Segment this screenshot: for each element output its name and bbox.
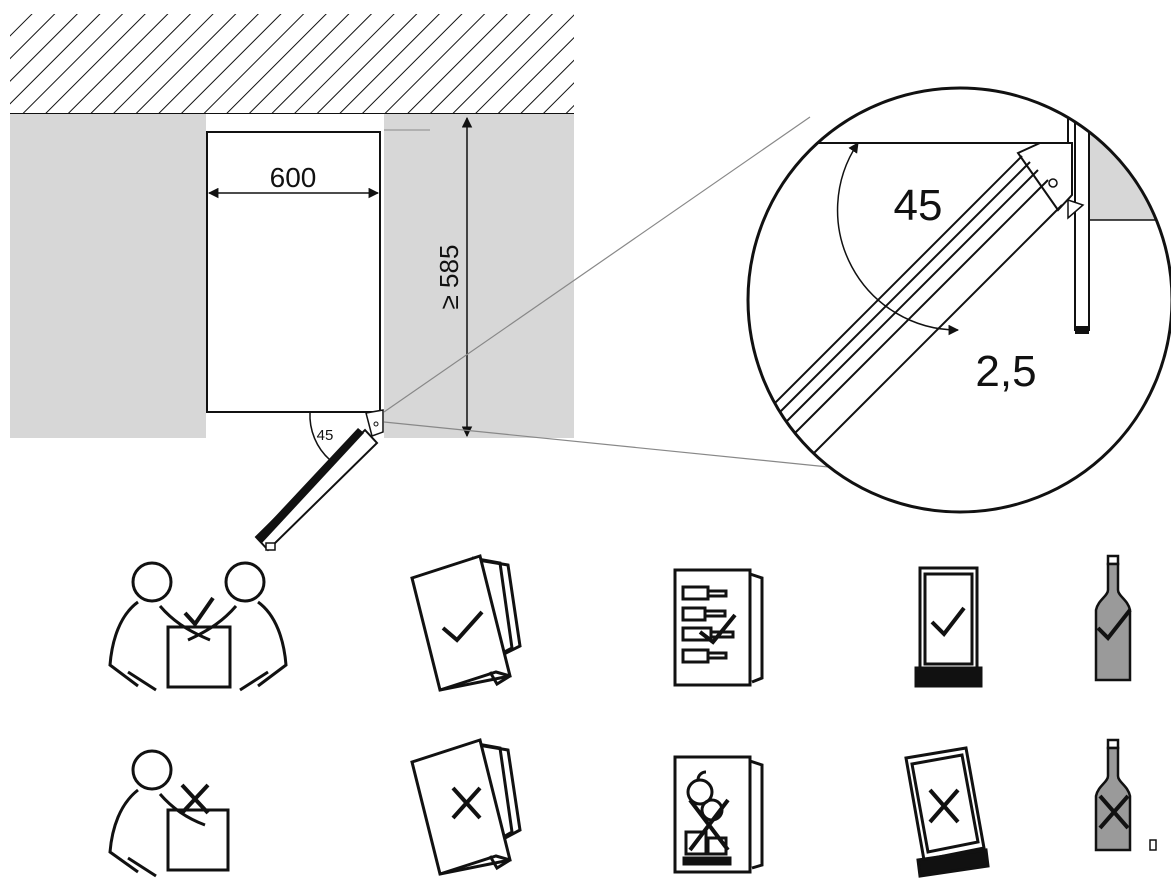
bottle-check-icon	[1094, 554, 1132, 682]
bottle-cross-icon	[1094, 738, 1157, 852]
height-dimension: ≥ 585	[434, 116, 473, 438]
two-person-lift-check-icon	[108, 561, 288, 692]
manual-cross-icon	[410, 738, 522, 876]
angle-label-large: 45	[894, 181, 943, 230]
width-dimension: 600	[207, 162, 380, 199]
appliance-niche	[206, 114, 430, 413]
upright-cabinet-check-icon	[914, 566, 983, 688]
food-storage-cross-icon	[673, 755, 764, 874]
width-label: 600	[270, 162, 317, 193]
manual-check-icon	[410, 554, 522, 692]
angle-label-small: 45	[317, 427, 334, 444]
open-door: 45	[254, 409, 384, 552]
gap-label: 2,5	[975, 347, 1036, 396]
detail-callout-lines	[383, 116, 859, 471]
height-label: ≥ 585	[434, 245, 464, 310]
tilted-cabinet-cross-icon	[904, 746, 990, 878]
side-cabinets	[10, 114, 574, 438]
right-cabinet	[384, 114, 574, 438]
appliance-body	[206, 131, 381, 413]
loading-plan-check-icon	[673, 568, 764, 687]
one-person-lift-cross-icon	[108, 749, 230, 878]
worktop-hatch	[10, 14, 574, 115]
allowed-icons-row	[108, 554, 1132, 692]
left-cabinet	[10, 114, 206, 438]
forbidden-icons-row	[108, 738, 1157, 878]
detail-magnifier: 45 2,5	[746, 86, 1171, 514]
